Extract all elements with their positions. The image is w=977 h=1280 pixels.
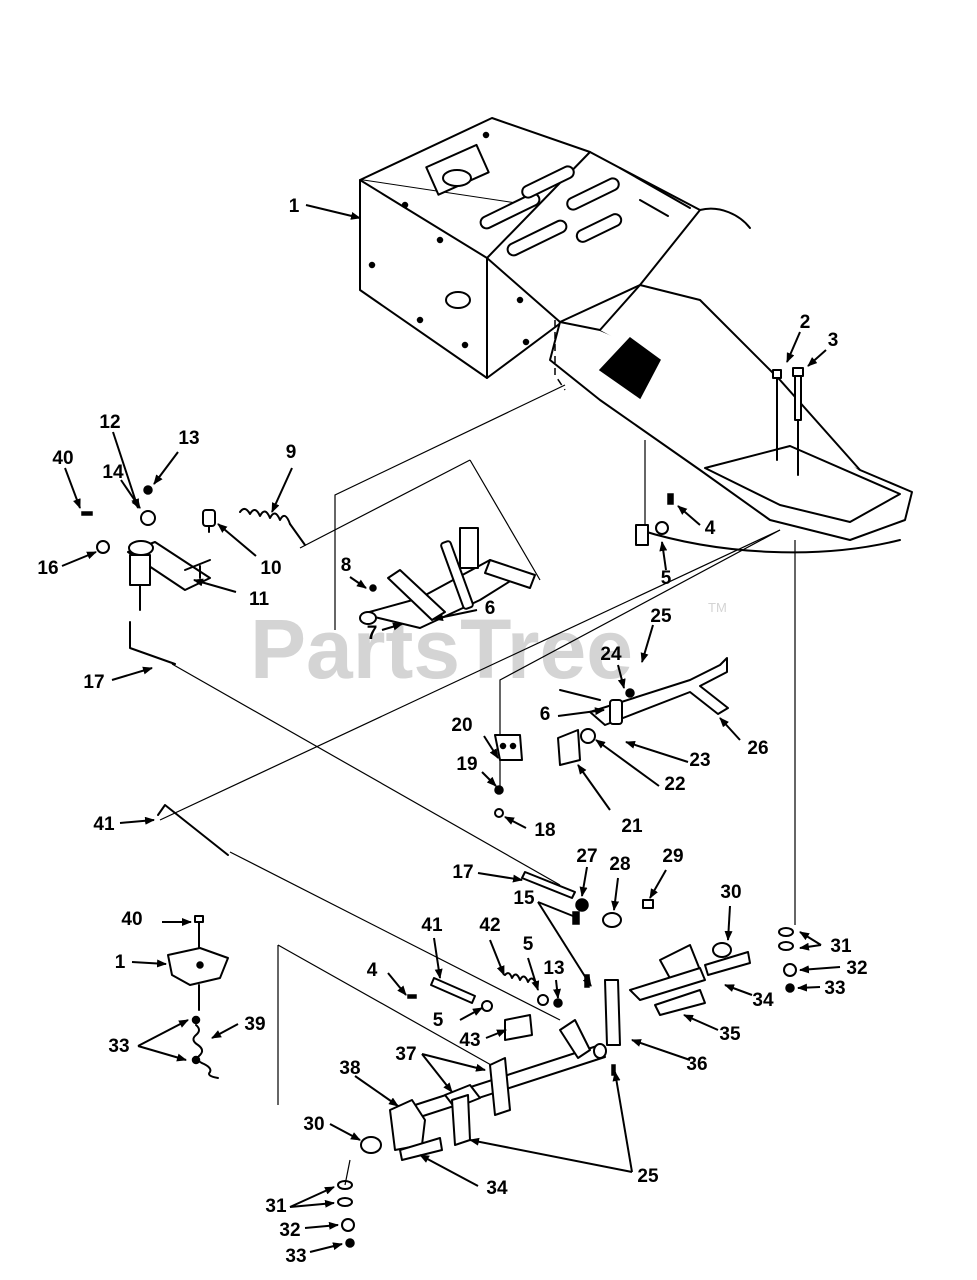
arms-37 [444, 1057, 511, 1146]
lift-handle-assembly-11 [127, 540, 211, 611]
callout-35: 35 [719, 1024, 741, 1045]
callout-33b: 33 [108, 1036, 129, 1057]
bracket-20 [494, 734, 523, 818]
callout-18: 18 [534, 820, 555, 841]
callout-labels: 1 2 3 4 5 6 7 8 9 10 11 12 13 14 15 16 1… [37, 196, 867, 1267]
lift-bracket-26 [559, 657, 729, 744]
callout-40b: 40 [121, 909, 142, 930]
callout-17: 17 [83, 672, 104, 693]
callout-33: 33 [824, 978, 845, 999]
bracket-right-assembly [629, 942, 751, 1016]
callout-30: 30 [720, 882, 741, 903]
callout-5: 5 [661, 568, 672, 589]
bolt-3 [792, 367, 804, 476]
callout-17b: 17 [452, 862, 473, 883]
callout-39: 39 [244, 1014, 265, 1035]
callout-19: 19 [456, 754, 477, 775]
leader-lines [61, 204, 841, 1253]
callout-8: 8 [341, 555, 352, 576]
callout-22: 22 [664, 774, 685, 795]
callout-7: 7 [367, 623, 378, 644]
callout-32b: 32 [279, 1220, 300, 1241]
callout-3: 3 [828, 330, 839, 351]
lower-shaft-36 [414, 912, 622, 1118]
callout-6b: 6 [540, 704, 551, 725]
callout-29: 29 [662, 846, 683, 867]
rod-17-upper [129, 621, 176, 665]
stack-31-33-left [337, 1159, 355, 1248]
rod-17-lower [521, 871, 576, 899]
callout-10: 10 [260, 558, 281, 579]
bracket-38 [389, 1099, 426, 1151]
callout-31: 31 [830, 936, 852, 957]
callout-37: 37 [395, 1044, 416, 1065]
callout-26: 26 [747, 738, 768, 759]
callout-9: 9 [286, 442, 297, 463]
callout-20: 20 [451, 715, 472, 736]
callout-43: 43 [459, 1030, 480, 1051]
spring-39 [191, 1015, 219, 1079]
callout-40: 40 [52, 448, 73, 469]
callout-41: 41 [93, 814, 115, 835]
callout-34b: 34 [486, 1178, 508, 1199]
callout-4b: 4 [367, 960, 378, 981]
stack-31-33-right [778, 927, 797, 993]
plate-21 [557, 729, 581, 766]
callout-21: 21 [621, 816, 643, 837]
callout-13: 13 [178, 428, 199, 449]
callout-16: 16 [37, 558, 58, 579]
watermark-trademark: TM [708, 600, 727, 615]
mounting-plate-1 [167, 947, 229, 1011]
callout-1: 1 [289, 196, 300, 217]
callout-30b: 30 [303, 1114, 324, 1135]
callout-15: 15 [513, 888, 535, 909]
callout-36: 36 [686, 1054, 707, 1075]
callout-11: 11 [249, 589, 270, 610]
callout-41b: 41 [421, 915, 443, 936]
callout-6: 6 [485, 598, 496, 619]
callout-38: 38 [339, 1058, 360, 1079]
spring-9 [239, 508, 306, 546]
callout-1b: 1 [115, 952, 126, 973]
callout-23: 23 [689, 750, 710, 771]
callout-25b: 25 [637, 1166, 659, 1187]
callout-2: 2 [800, 312, 811, 333]
callout-24: 24 [600, 644, 622, 665]
callout-32: 32 [846, 958, 867, 979]
rod-41 [157, 804, 229, 856]
bracket-4-5-upper [635, 493, 674, 546]
callout-12: 12 [99, 412, 120, 433]
bolt-2 [772, 369, 782, 461]
callout-33c: 33 [285, 1246, 306, 1267]
callout-4: 4 [705, 518, 716, 539]
lift-shaft-6 [359, 527, 536, 629]
pin-34-left [399, 1137, 443, 1161]
tractor-frame [359, 117, 913, 554]
callout-13b: 13 [543, 958, 564, 979]
callout-28: 28 [609, 854, 630, 875]
fitting-10 [202, 509, 216, 533]
callout-42: 42 [479, 915, 500, 936]
nut-30-left [360, 1136, 382, 1154]
callout-25: 25 [650, 606, 672, 627]
callout-27: 27 [576, 846, 597, 867]
washers-12-14 [81, 485, 156, 554]
callout-14: 14 [102, 462, 124, 483]
callout-34: 34 [752, 990, 774, 1011]
callout-5c: 5 [523, 934, 534, 955]
callout-5b: 5 [433, 1010, 444, 1031]
callout-31b: 31 [265, 1196, 287, 1217]
